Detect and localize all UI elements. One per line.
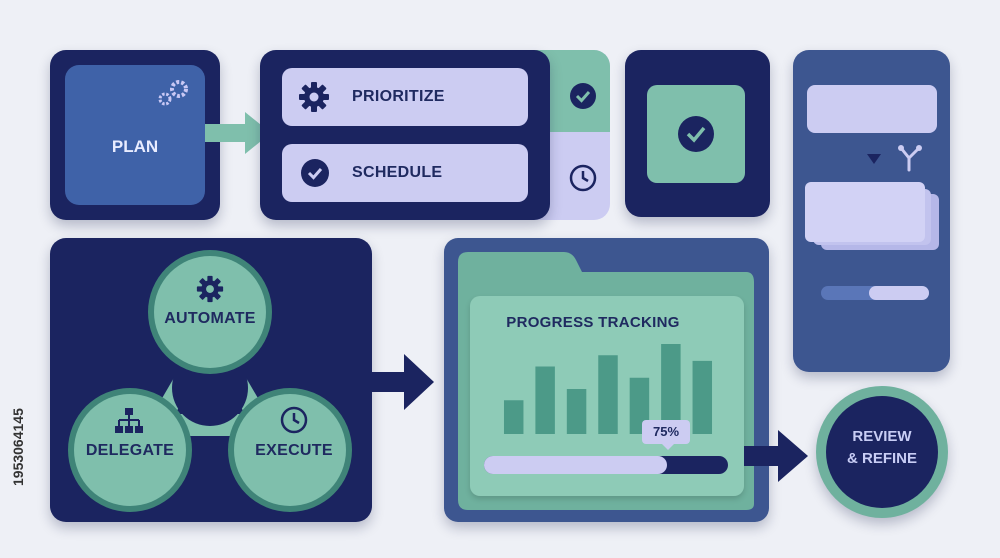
arrow-plan-to-tasks xyxy=(205,110,273,156)
automate-label: AUTOMATE xyxy=(164,310,256,327)
review-line1: REVIEW xyxy=(852,428,912,445)
tasks-panel: PRIORITIZE SCHEDULE xyxy=(260,50,550,220)
workflow-progress-track xyxy=(821,286,929,300)
org-chart-icon xyxy=(114,408,144,434)
progress-track xyxy=(484,456,728,474)
stacked-card-front xyxy=(805,182,925,242)
arrow-progress-to-review xyxy=(744,430,810,482)
task-label: SCHEDULE xyxy=(352,164,443,181)
progress-panel: PROGRESS TRACKING 75% xyxy=(444,238,769,522)
check-circle-icon xyxy=(569,82,597,110)
check-card xyxy=(625,50,770,217)
review-circle: REVIEW & REFINE xyxy=(816,386,948,518)
task-label: PRIORITIZE xyxy=(352,88,445,105)
stock-id-text: 1953064145 xyxy=(10,408,26,486)
workflow-panel xyxy=(793,50,950,372)
gear-icon xyxy=(298,81,330,113)
chart-bar xyxy=(566,389,587,434)
chart-bar xyxy=(535,366,555,434)
chart-bar xyxy=(503,400,524,434)
progress-title: PROGRESS TRACKING xyxy=(506,314,680,331)
delegate-label: DELEGATE xyxy=(85,442,175,459)
percent-label: 75% xyxy=(652,424,680,439)
arrow-cycle-to-progress xyxy=(372,354,436,410)
task-item-schedule[interactable]: SCHEDULE xyxy=(282,144,528,202)
plan-label: PLAN xyxy=(111,137,159,156)
chart-bar xyxy=(661,344,681,434)
gear-icon xyxy=(196,275,224,303)
chart-bar xyxy=(692,360,713,434)
check-circle-icon xyxy=(300,158,330,188)
check-tile xyxy=(647,85,745,183)
plan-card: PLAN xyxy=(50,50,220,220)
gears-icon xyxy=(153,77,193,109)
workflow-block-top xyxy=(807,85,937,133)
clock-icon xyxy=(569,164,597,192)
cycle-panel: AUTOMATE DELEGATE EXECUTE xyxy=(50,238,372,522)
task-item-prioritize[interactable]: PRIORITIZE xyxy=(282,68,528,126)
progress-bar-chart xyxy=(503,344,713,434)
progress-fill xyxy=(484,456,667,474)
plan-tile: PLAN xyxy=(65,65,205,205)
percent-badge: 75% xyxy=(642,420,690,450)
progress-card: PROGRESS TRACKING 75% xyxy=(470,296,744,496)
branch-icon xyxy=(897,144,923,174)
caret-down-icon xyxy=(867,154,881,164)
check-circle-icon xyxy=(677,115,715,153)
chart-bar xyxy=(598,355,618,434)
review-line2: & REFINE xyxy=(846,450,917,467)
chart-bar xyxy=(629,377,650,434)
execute-label: EXECUTE xyxy=(255,442,333,459)
clock-icon xyxy=(280,406,308,434)
